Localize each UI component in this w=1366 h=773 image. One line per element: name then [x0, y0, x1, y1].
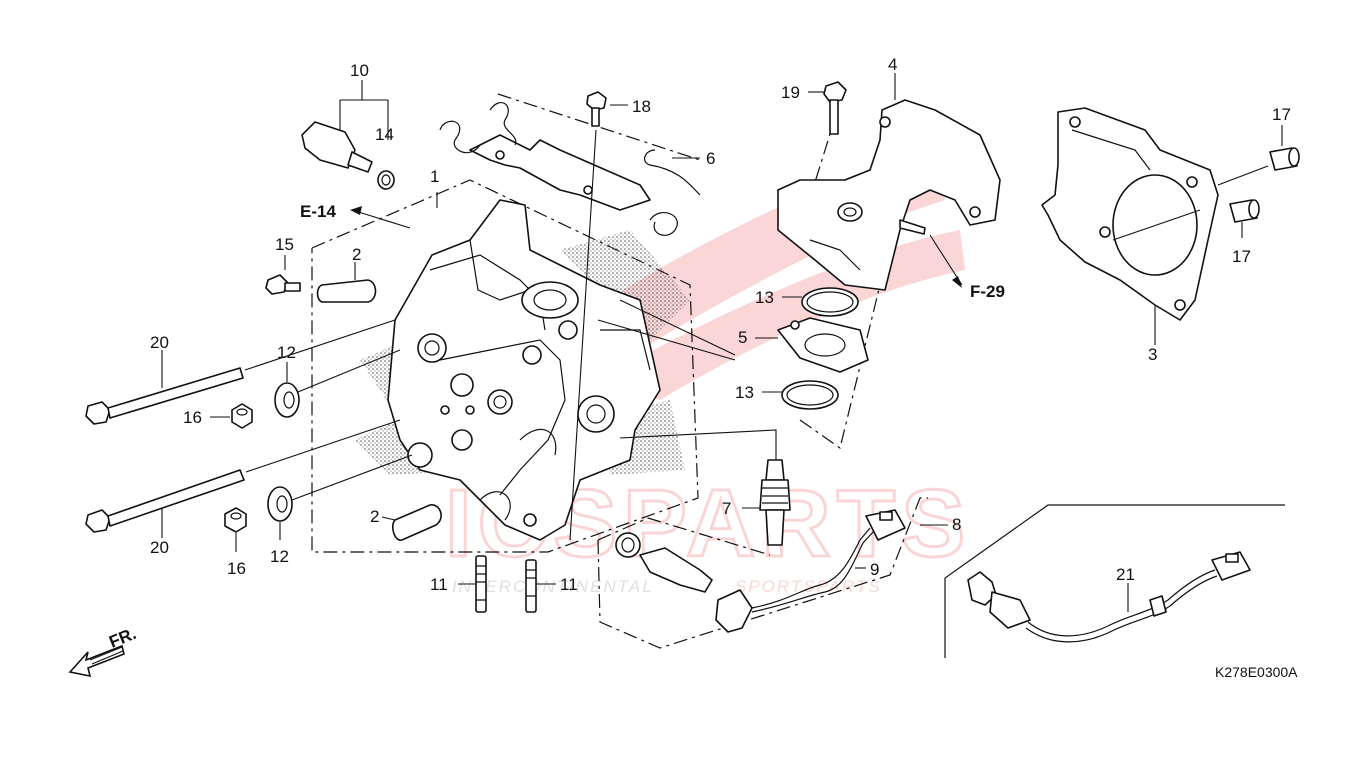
callout-13-upper: 13 — [755, 288, 774, 307]
callout-18: 18 — [632, 97, 651, 116]
stud-11-right — [525, 559, 556, 613]
callout-2-lower: 2 — [370, 507, 379, 526]
head-bracket — [469, 134, 651, 211]
callout-13-lower: 13 — [735, 383, 754, 402]
dowel-lower — [381, 504, 442, 541]
callout-16-lower: 16 — [227, 559, 246, 578]
gasket-5 — [755, 317, 869, 373]
stud-bolt-upper — [85, 350, 244, 425]
washer-upper — [274, 362, 300, 418]
dowel-17-upper — [1217, 125, 1300, 186]
cylinder-gasket-3 — [1041, 107, 1219, 345]
callout-5: 5 — [738, 328, 747, 347]
washer-lower — [267, 486, 293, 540]
ref-f29: F-29 — [970, 282, 1005, 301]
drawing-code: K278E0300A — [1215, 664, 1298, 680]
nut-upper — [210, 403, 253, 429]
callout-6: 6 — [706, 149, 715, 168]
sensor-21-box — [944, 504, 1285, 658]
watermark-tagline-right: SPORTSPARTS — [735, 577, 882, 596]
callout-2-upper: 2 — [352, 245, 361, 264]
callout-19: 19 — [781, 83, 800, 102]
bolt-18 — [586, 91, 628, 127]
callout-20-upper: 20 — [150, 333, 169, 352]
callout-9: 9 — [870, 560, 879, 579]
callout-10: 10 — [350, 61, 369, 80]
callout-14: 14 — [375, 125, 394, 144]
nut-lower — [224, 507, 247, 552]
bracket-assembly: 18 6 — [439, 91, 715, 541]
o-ring-13-upper — [782, 287, 859, 317]
bolt-15 — [265, 255, 301, 295]
watermark-tagline-left: INTERCONTINENTAL — [452, 577, 654, 596]
sensor-group-8 — [597, 497, 948, 649]
callout-11-left: 11 — [430, 575, 448, 594]
callout-8: 8 — [952, 515, 961, 534]
dowel-17-lower — [1229, 199, 1260, 238]
insulator-4 — [777, 99, 1001, 291]
callout-17-upper: 17 — [1272, 105, 1291, 124]
callout-16-upper: 16 — [183, 408, 202, 427]
dowel-upper — [316, 262, 377, 303]
callout-7: 7 — [722, 499, 731, 518]
callout-4: 4 — [888, 55, 897, 74]
callout-11-right: 11 — [560, 575, 578, 594]
callout-3: 3 — [1148, 345, 1157, 364]
callout-12-upper: 12 — [277, 343, 296, 362]
stud-11-left — [458, 555, 487, 613]
ref-e14: E-14 — [300, 202, 336, 221]
callout-1: 1 — [430, 167, 439, 186]
callout-20-lower: 20 — [150, 538, 169, 557]
callout-17-lower: 17 — [1232, 247, 1251, 266]
callout-15: 15 — [275, 235, 294, 254]
spark-plug-7 — [619, 429, 791, 546]
front-arrow-icon — [68, 644, 125, 678]
stud-bolt-lower — [85, 469, 245, 538]
insulator-group — [777, 73, 1001, 449]
temp-sensor-10 — [301, 80, 395, 190]
o-ring-13-lower — [762, 380, 839, 410]
cylinder-head-group: 1 — [311, 167, 699, 553]
cylinder-head — [387, 199, 661, 541]
callout-21: 21 — [1116, 565, 1135, 584]
callout-12-lower: 12 — [270, 547, 289, 566]
ref-fr: FR. — [106, 624, 139, 652]
